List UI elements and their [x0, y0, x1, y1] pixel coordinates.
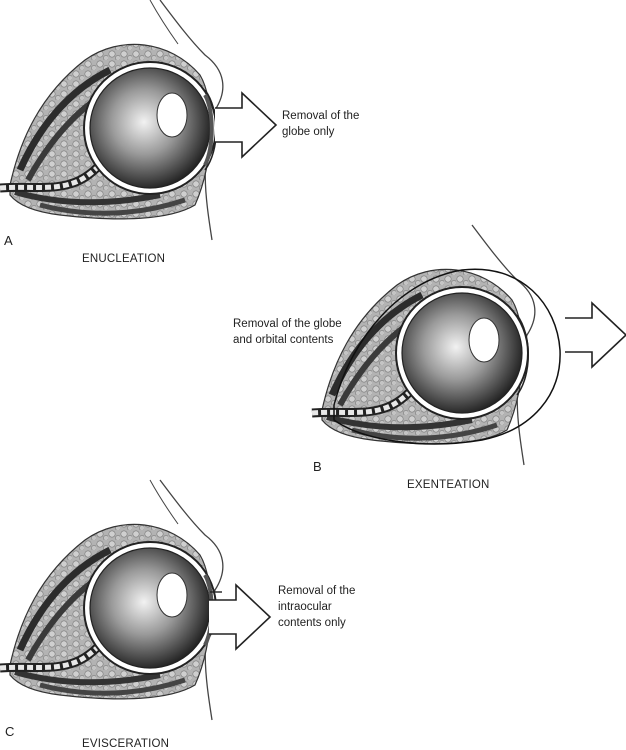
panel-caption: EXENTEATION — [407, 479, 490, 491]
panel-letter: C — [5, 724, 15, 739]
panel-caption: EVISCERATION — [82, 738, 170, 750]
panel-enucleation: Removal of the globe only A ENUCLEATION — [0, 0, 626, 270]
panel-description: Removal of the intraocular contents only — [278, 585, 356, 629]
panel-description: Removal of the globe and orbital content… — [233, 318, 342, 346]
outline-right-arrow-icon — [565, 301, 626, 369]
panel-description: Removal of the globe only — [282, 110, 360, 138]
panel-exenteration: Removal of the globe and orbital content… — [233, 224, 626, 491]
orbit-eye-cross-section-icon — [311, 224, 561, 466]
outline-right-arrow-icon — [209, 583, 272, 651]
panel-letter: A — [4, 233, 13, 248]
panel-caption: ENUCLEATION — [82, 253, 166, 265]
panel-letter: B — [313, 459, 322, 474]
outline-right-arrow-icon — [215, 91, 278, 159]
